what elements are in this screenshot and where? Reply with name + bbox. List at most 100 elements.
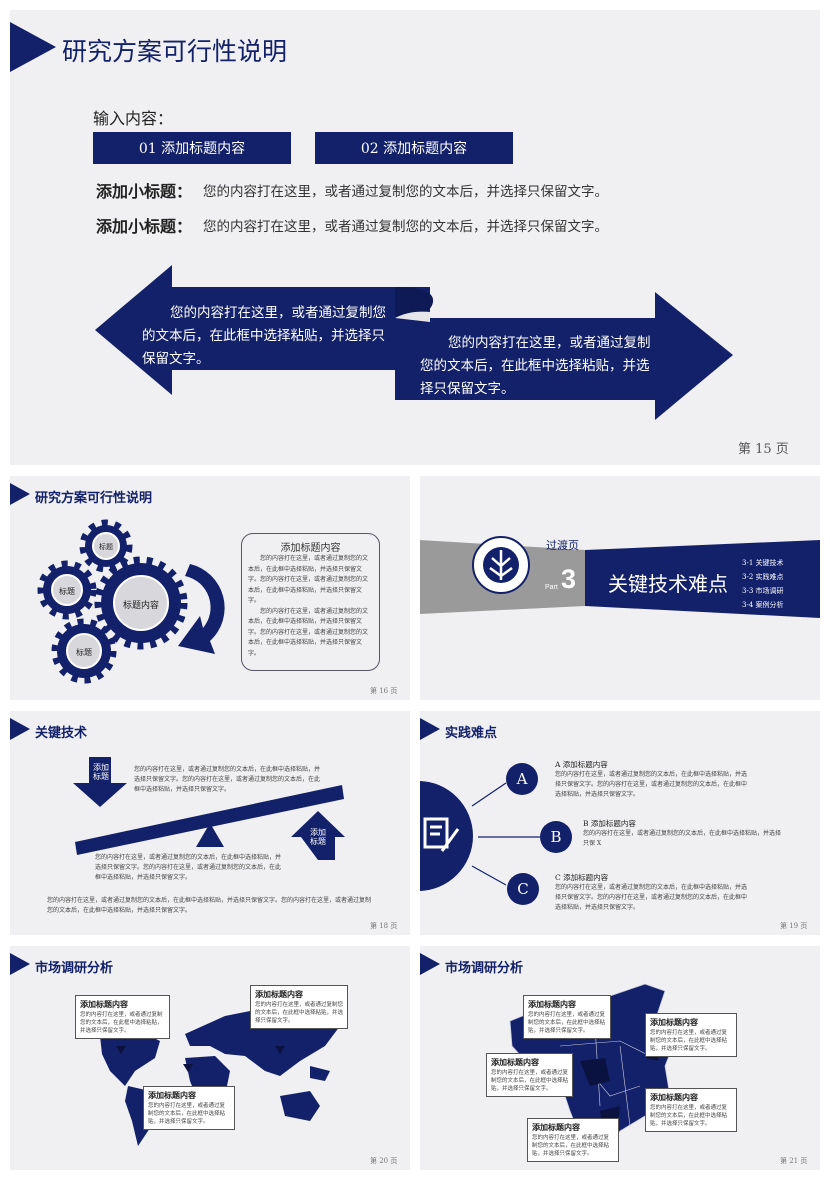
content-box: 添加标题内容 您的内容打在这里，或者通过复制您的文本后，在此框中选择粘贴，并选择… <box>241 533 380 671</box>
page-number: 第 20 页 <box>370 1157 398 1165</box>
callout-text: 您的内容打在这里，或者通过复制您的文本后，在此框中选择粘贴，并选择只保留文字。 <box>528 1012 606 1034</box>
subtitle-label-2: 添加小标题： <box>96 217 193 236</box>
callout-title: 添加标题内容 <box>80 999 128 1009</box>
slide-16: 研究方案可行性说明 标题内容 标题 标题 标题 添加标题内容 您的内容打在这里，… <box>10 476 410 700</box>
callout-box: 添加标题内容您的内容打在这里，或者通过复制您的文本后，在此框中选择粘贴，并选择只… <box>645 1088 737 1132</box>
document-edit-icon <box>423 817 460 852</box>
slide-17: 过渡页 Part 3 关键技术难点 3-1 关键技术 3-2 实践难点 3-3 … <box>420 476 820 700</box>
up-arrow-label: 添加标题 <box>310 828 326 846</box>
page-number: 第 16 页 <box>370 687 398 695</box>
section-list: 3-1 关键技术 3-2 实践难点 3-3 市场调研 3-4 案例分析 <box>742 556 784 612</box>
page-number: 第 19 页 <box>780 922 808 930</box>
item-c: C 添加标题内容 您的内容打在这里，或者通过复制您的文本后，在此框中选择粘贴，并… <box>555 872 750 913</box>
item-text: 您的内容打在这里，或者通过复制您的文本后，在此框中选择粘贴，并选择只保留文字。您… <box>555 771 748 798</box>
badge-a: A <box>506 763 538 795</box>
callout-title: 添加标题内容 <box>650 1017 698 1027</box>
slide-20: 市场调研分析 添加标题内容您的内容打在这里，或者通过复制您的文本后，在此框中选择… <box>10 946 410 1170</box>
slide-15: 研究方案可行性说明 输入内容： 01 添加标题内容 02 添加标题内容 添加小标… <box>10 10 820 465</box>
subtitle-text-1: 您的内容打在这里，或者通过复制您的文本后，并选择只保留文字。 <box>203 184 608 200</box>
page-number: 第 21 页 <box>780 1157 808 1165</box>
slide-21: 市场调研分析 添加标题内容您的内容打在这里，或者通过复制您的文本后，在此框中选择… <box>420 946 820 1170</box>
slide-title: 市场调研分析 <box>445 961 524 976</box>
callout-text: 您的内容打在这里，或者通过复制您的文本后，在此框中选择粘贴，并选择只保留文字。 <box>650 1105 728 1127</box>
gear-label: 标题 <box>76 648 92 657</box>
callout-box: 添加标题内容您的内容打在这里，或者通过复制您的文本后，在此框中选择粘贴，并选择只… <box>250 985 348 1029</box>
text-middle: 您的内容打在这里，或者通过复制您的文本后，在此框中选择粘贴，并选择只保留文字。您… <box>95 854 282 881</box>
callout-title: 添加标题内容 <box>528 999 576 1009</box>
title-triangle-icon <box>10 22 56 72</box>
box-paragraph: 您的内容打在这里，或者通过复制您的文本后，在此框中选择粘贴，并选择只保留文字。您… <box>248 555 369 604</box>
callout-text: 您的内容打在这里，或者通过复制您的文本后，在此框中选择粘贴，并选择只保留文字。 <box>80 1012 163 1034</box>
section-item[interactable]: 3-3 市场调研 <box>742 587 784 595</box>
seesaw-graphic <box>73 757 345 860</box>
subtitle-text-2: 您的内容打在这里，或者通过复制您的文本后，并选择只保留文字。 <box>203 219 608 235</box>
callout-title: 添加标题内容 <box>650 1092 698 1102</box>
item-text: 您的内容打在这里，或者通过复制您的文本后，在此框中选择粘贴，并选择只保留文字。您… <box>555 884 748 911</box>
callout-text: 您的内容打在这里，或者通过复制您的文本后，在此框中选择粘贴，并选择只保留文字。 <box>650 1030 728 1052</box>
slide-title: 研究方案可行性说明 <box>35 491 153 506</box>
double-arrow-graphic <box>95 265 733 420</box>
item-text: 您的内容打在这里，或者通过复制您的文本后，在此框中选择粘贴，并选择只保 X <box>583 830 782 847</box>
callout-title: 添加标题内容 <box>532 1122 580 1132</box>
gear-label: 标题 <box>99 543 113 551</box>
callout-box: 添加标题内容您的内容打在这里，或者通过复制您的文本后，在此框中选择粘贴，并选择只… <box>75 995 170 1039</box>
part-label: Part <box>545 584 558 591</box>
text-top: 您的内容打在这里，或者通过复制您的文本后，在此框中选择粘贴，并选择只保留文字。您… <box>134 766 321 793</box>
input-label: 输入内容： <box>93 109 174 128</box>
gear-center-label: 标题内容 <box>122 601 159 611</box>
callout-text: 您的内容打在这里，或者通过复制您的文本后，在此框中选择粘贴，并选择只保留文字。 <box>148 1103 226 1125</box>
slide-18: 关键技术 添加标题 添加标题 您的内容打在这里，或者通过复制您的文本后，在此框中… <box>10 711 410 935</box>
header-triangle-icon <box>10 718 30 740</box>
slide-19: 实践难点 A B C A 添加标题内容 您的内容打在这里，或者通过复制您的文本后… <box>420 711 820 935</box>
header-triangle-icon <box>420 718 440 740</box>
badge-b: B <box>540 821 572 853</box>
box-title: 添加标题内容 <box>280 543 341 554</box>
subtitle-label-1: 添加小标题： <box>96 182 193 201</box>
header-triangle-icon <box>10 953 30 975</box>
slide-title: 关键技术 <box>35 726 88 741</box>
item-b: B 添加标题内容 您的内容打在这里，或者通过复制您的文本后，在此框中选择粘贴，并… <box>583 818 783 849</box>
connector-graphic <box>420 781 540 891</box>
section-item[interactable]: 3-2 实践难点 <box>742 573 784 581</box>
china-map <box>509 983 676 1152</box>
university-logo <box>472 536 530 594</box>
callout-text: 您的内容打在这里，或者通过复制您的文本后，在此框中选择粘贴，并选择只保留文字。 <box>532 1135 610 1157</box>
box-paragraph: 您的内容打在这里，或者通过复制您的文本后，在此框中选择粘贴，并选择只保留文字。您… <box>248 607 369 657</box>
callout-title: 添加标题内容 <box>148 1090 196 1100</box>
right-arrow-text: 您的内容打在这里，或者通过复制您的文本后，在此框中选择粘贴，并选择只保留文字。 <box>420 335 651 397</box>
callout-box: 添加标题内容您的内容打在这里，或者通过复制您的文本后，在此框中选择粘贴，并选择只… <box>486 1053 573 1097</box>
left-arrow-text: 您的内容打在这里，或者通过复制您的文本后，在此框中选择粘贴，并选择只保留文字。 <box>142 305 386 367</box>
section-item[interactable]: 3-4 案例分析 <box>742 601 784 609</box>
tab-button-02[interactable]: 02 添加标题内容 <box>315 132 513 164</box>
tab-button-01[interactable]: 01 添加标题内容 <box>93 132 291 164</box>
world-map <box>100 1006 340 1146</box>
badge-c: C <box>507 873 539 905</box>
gears-graphic <box>37 519 225 684</box>
page-number: 第 18 页 <box>370 922 398 930</box>
callout-box: 添加标题内容您的内容打在这里，或者通过复制您的文本后，在此框中选择粘贴，并选择只… <box>523 995 611 1039</box>
item-title: C 添加标题内容 <box>555 873 609 882</box>
item-title: A 添加标题内容 <box>555 760 608 769</box>
callout-title: 添加标题内容 <box>255 989 303 999</box>
slide-title: 实践难点 <box>445 726 498 741</box>
callout-box: 添加标题内容您的内容打在这里，或者通过复制您的文本后，在此框中选择粘贴，并选择只… <box>143 1086 235 1130</box>
part-number: 3 <box>561 564 577 594</box>
callout-box: 添加标题内容您的内容打在这里，或者通过复制您的文本后，在此框中选择粘贴，并选择只… <box>645 1013 737 1057</box>
section-item[interactable]: 3-1 关键技术 <box>742 559 784 567</box>
item-title: B 添加标题内容 <box>583 819 636 828</box>
down-arrow-icon <box>73 757 127 807</box>
page-number: 第 15 页 <box>738 442 789 457</box>
callout-text: 您的内容打在这里，或者通过复制您的文本后，在此框中选择粘贴，并选择只保留文字。 <box>255 1002 344 1024</box>
header-triangle-icon <box>10 483 30 505</box>
item-a: A 添加标题内容 您的内容打在这里，或者通过复制您的文本后，在此框中选择粘贴，并… <box>555 759 750 800</box>
down-arrow-label: 添加标题 <box>93 763 109 781</box>
page-title: 研究方案可行性说明 <box>62 37 288 66</box>
gear-label: 标题 <box>59 587 75 596</box>
up-arrow-icon <box>291 811 345 860</box>
callout-text: 您的内容打在这里，或者通过复制您的文本后，在此框中选择粘贴，并选择只保留文字。 <box>491 1070 569 1092</box>
slide-title: 市场调研分析 <box>35 961 114 976</box>
header-triangle-icon <box>420 953 440 975</box>
section-title: 关键技术难点 <box>608 572 728 596</box>
callout-title: 添加标题内容 <box>491 1057 539 1067</box>
transition-label: 过渡页 <box>546 539 579 552</box>
